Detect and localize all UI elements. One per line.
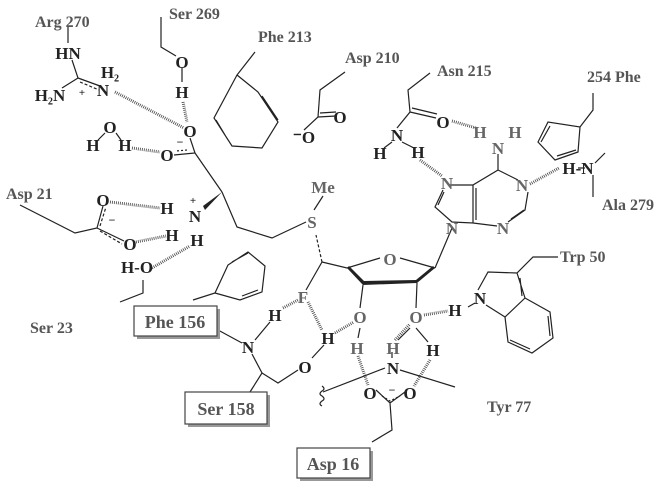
residue-trp50: Trp 50 <box>560 249 605 266</box>
atom-label: H <box>373 144 386 163</box>
atom-label: O <box>103 118 116 137</box>
atom-label: HN <box>55 44 81 63</box>
residue-arg270: Arg 270 <box>35 14 90 31</box>
atom-label: N <box>391 126 404 145</box>
residue-asp16-box: Asp 16 <box>296 447 373 481</box>
atom-label: H₂N <box>35 86 66 105</box>
atom-label: O <box>436 113 449 132</box>
atom-label: + <box>190 195 196 207</box>
atom-label: H <box>473 123 486 142</box>
atom-label: ⁻O <box>293 128 315 147</box>
atom-label: − <box>177 135 184 149</box>
atom-label: O <box>409 308 422 327</box>
atom-label: H <box>175 83 188 102</box>
atom-label: O <box>298 358 311 377</box>
atom-label: N <box>492 139 505 158</box>
hydrogen-bonds <box>109 90 560 387</box>
atom-label: O <box>183 122 196 141</box>
atom-label: H-O <box>121 258 153 277</box>
atom-label: O <box>353 308 366 327</box>
atom-label: H <box>411 143 424 162</box>
atom-label: − <box>389 383 396 397</box>
residue-asp210: Asp 210 <box>345 50 400 67</box>
residue-asn215: Asn 215 <box>437 63 492 80</box>
residue-asp16: Asp 16 <box>307 454 360 474</box>
atom-label: O <box>363 384 376 403</box>
atom-label: H <box>118 136 131 155</box>
residue-phe156: Phe 156 <box>145 312 206 332</box>
atom-label: N <box>497 219 510 238</box>
atom-label: H <box>508 123 521 142</box>
atom-label: H <box>350 339 363 358</box>
atom-label: O <box>123 235 136 254</box>
atom-label: O <box>333 108 346 127</box>
atom-label: N <box>387 359 400 378</box>
atom-label: H <box>268 306 281 325</box>
atom-label: N <box>516 176 529 195</box>
atom-label: + <box>79 87 85 99</box>
atom-label: O <box>160 146 173 165</box>
residue-asp21: Asp 21 <box>6 186 53 203</box>
atom-label: N <box>242 338 255 357</box>
residue-phe156-box: Phe 156 <box>133 305 220 339</box>
residue-phe254: 254 Phe <box>587 69 641 86</box>
residue-tyr77: Tyr 77 <box>487 399 531 416</box>
residue-ser158: Ser 158 <box>197 399 254 419</box>
atom-label: O <box>96 191 109 210</box>
atom-label: − <box>109 213 116 227</box>
atom-label: N <box>189 207 202 226</box>
atom-label: O <box>175 53 188 72</box>
atom-label: H <box>86 136 99 155</box>
residue-ser158-box: Ser 158 <box>184 391 270 427</box>
atom-label: N <box>441 174 454 193</box>
atom-label: N <box>474 289 487 308</box>
atom-label: H <box>448 301 461 320</box>
atom-label: H <box>426 341 439 360</box>
residue-phe213: Phe 213 <box>258 29 312 46</box>
atom-label: H <box>165 226 178 245</box>
atom-label: H <box>321 329 334 348</box>
atom-label: N <box>446 219 459 238</box>
residue-ser269: Ser 269 <box>169 6 220 23</box>
atom-label: Me <box>311 178 335 197</box>
atom-label: N <box>97 81 110 100</box>
atom-label: F <box>298 288 308 307</box>
atom-label: H₂ <box>101 63 119 82</box>
atom-label: O <box>383 250 396 269</box>
residue-ala279: Ala 279 <box>602 197 654 214</box>
atom-label: O <box>403 384 416 403</box>
bonds <box>19 17 606 443</box>
atom-label: H <box>160 199 173 218</box>
residue-labels: Arg 270 Ser 269 Phe 213 Asp 210 Asn 215 … <box>6 6 654 481</box>
atom-label: H <box>386 339 399 358</box>
residue-ser23: Ser 23 <box>30 320 73 337</box>
atom-label: H <box>190 231 203 250</box>
atom-label: H-N <box>562 159 594 178</box>
atom-label: S <box>307 213 316 232</box>
